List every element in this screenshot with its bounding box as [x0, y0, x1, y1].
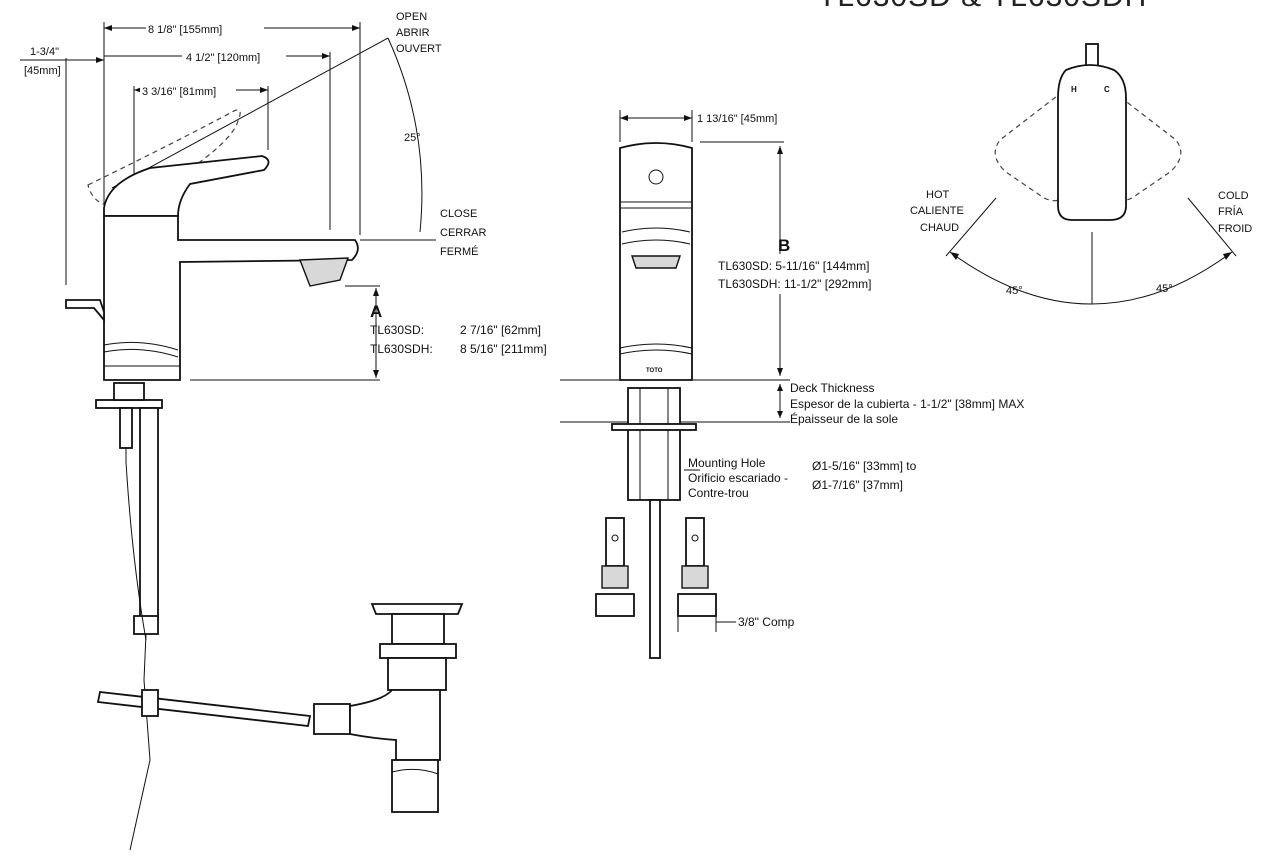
hot-marker: H: [1071, 85, 1077, 94]
svg-text:Mounting Hole: Mounting Hole: [688, 456, 766, 470]
supply-line-left: [595, 517, 635, 617]
dim-a-sd-model: TL630SD:: [370, 323, 424, 337]
dim-total-width: 8 1/8" [155mm]: [148, 24, 222, 36]
dim-b-sdh: TL630SDH: 11-1/2" [292mm]: [718, 277, 871, 291]
dim-b-sd: TL630SD: 5-11/16" [144mm]: [718, 259, 869, 273]
svg-text:CLOSE: CLOSE: [440, 208, 477, 220]
cold-swing-angle: 45°: [1156, 283, 1173, 295]
svg-text:Espesor de la cubierta - 1-1/: Espesor de la cubierta - 1-1/2" [38mm] M…: [790, 397, 1024, 411]
front-view: 1 13/16" [45mm] TOTO B TL630SD: 5-11/16"…: [560, 110, 1024, 659]
close-label: CLOSE CERRAR FERMÉ: [440, 208, 487, 258]
dim-a-label: A: [370, 302, 382, 321]
svg-text:CERRAR: CERRAR: [440, 227, 487, 239]
dim-b-label: B: [778, 236, 790, 255]
svg-text:FRÍA: FRÍA: [1218, 205, 1244, 218]
svg-text:Épaisseur de la sole: Épaisseur de la sole: [790, 411, 898, 426]
svg-text:FERMÉ: FERMÉ: [440, 245, 479, 258]
cold-label: COLD FRÍA FROID: [1218, 190, 1252, 235]
dim-body-width: 1 13/16" [45mm]: [697, 113, 777, 125]
open-label: OPEN ABRIR OUVERT: [396, 11, 442, 55]
svg-text:OUVERT: OUVERT: [396, 43, 442, 55]
diagram-title: TL630SD & TL630SDH: [818, 0, 1147, 13]
svg-text:CALIENTE: CALIENTE: [910, 205, 964, 217]
svg-text:OPEN: OPEN: [396, 11, 427, 23]
hot-label: HOT CALIENTE CHAUD: [910, 189, 964, 234]
svg-text:COLD: COLD: [1218, 190, 1249, 202]
svg-text:Deck Thickness: Deck Thickness: [790, 381, 874, 395]
supply-comp-label: 3/8" Comp: [738, 615, 795, 629]
svg-text:Ø1-5/16" [33mm] to: Ø1-5/16" [33mm] to: [812, 459, 917, 473]
supply-line-right: [677, 517, 717, 617]
svg-text:ABRIR: ABRIR: [396, 27, 430, 39]
dim-left-mm: [45mm]: [24, 65, 61, 77]
cold-marker: C: [1104, 85, 1110, 94]
dim-left-inch: 1-3/4": [30, 46, 59, 58]
svg-text:Contre-trou: Contre-trou: [688, 486, 749, 500]
svg-text:Ø1-7/16" [37mm]: Ø1-7/16" [37mm]: [812, 478, 903, 492]
deck-thickness-label: Deck Thickness Espesor de la cubierta - …: [790, 381, 1024, 426]
hot-swing-angle: 45°: [1006, 285, 1023, 297]
dim-a-sdh-model: TL630SDH:: [370, 342, 433, 356]
svg-text:FROID: FROID: [1218, 223, 1252, 235]
svg-text:HOT: HOT: [926, 189, 950, 201]
dim-a-sdh-value: 8 5/16" [211mm]: [460, 342, 547, 356]
svg-text:Orificio escariado -: Orificio escariado -: [688, 471, 788, 485]
svg-text:CHAUD: CHAUD: [920, 222, 959, 234]
dim-a-sd-value: 2 7/16" [62mm]: [460, 323, 541, 337]
brand-logo: TOTO: [646, 368, 663, 374]
dim-spout-reach: 4 1/2" [120mm]: [186, 52, 260, 64]
dim-handle-offset: 3 3/16" [81mm]: [142, 86, 216, 98]
top-view: H C 45° 45° HOT CALIENTE CHAUD COLD FRÍA…: [910, 43, 1252, 305]
mounting-hole-label: Mounting Hole Orificio escariado - Contr…: [688, 456, 788, 500]
mounting-hole-value: Ø1-5/16" [33mm] to Ø1-7/16" [37mm]: [812, 459, 917, 492]
lever-angle: 25°: [404, 132, 421, 144]
side-view: 8 1/8" [155mm] 4 1/2" [120mm] 3 3/16" [8…: [20, 11, 547, 851]
